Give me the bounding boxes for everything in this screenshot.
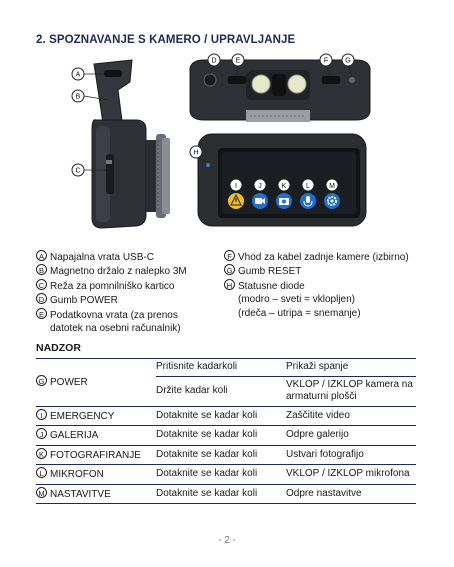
table-cell-result: VKLOP / IZKLOP mikrofona (286, 464, 416, 484)
callout-c: C (75, 168, 80, 175)
legend-item-e-cont: datotek na osebni računalnik) (50, 323, 181, 335)
page-number: - 2 - (218, 535, 236, 546)
table-cell-action: Dotaknite se kadar koli (156, 425, 286, 445)
section-title-nadzor: NADZOR (36, 342, 81, 354)
callout-i: I (235, 183, 237, 190)
table-cell-action: Držite kadar koli (156, 375, 286, 406)
callout-k: K (282, 183, 287, 190)
camera-icon (276, 193, 292, 209)
table-cell-result: Zaščitite video (286, 405, 416, 426)
page-title: 2. SPOZNAVANJE S KAMERO / UPRAVLJANJE (36, 34, 296, 46)
front-view: I J K L M (197, 133, 367, 227)
camera-illustration: I J K L M (71, 53, 371, 229)
usb-c-port (104, 70, 122, 77)
power-button (203, 73, 217, 87)
table-cell-action: Dotaknite se kadar koli (156, 464, 286, 484)
status-led (206, 163, 210, 167)
side-view (91, 59, 170, 229)
callout-h: H (193, 150, 198, 157)
rear-cam-port (322, 76, 340, 84)
table-cell-action: Dotaknite se kadar koli (156, 405, 286, 426)
callout-a: A (76, 72, 81, 79)
table-cell-result: VKLOP / IZKLOP kamera na armaturni plošč… (286, 375, 416, 406)
warning-icon (228, 193, 244, 209)
video-icon (252, 193, 268, 209)
table-row: Držite kadar koli VKLOP / IZKLOP kamera … (36, 375, 416, 406)
callout-e: E (236, 58, 241, 65)
table-cell-result: Prikaži spanje (286, 358, 416, 376)
callout-m: M (329, 183, 335, 190)
table-cell-action: Dotaknite se kadar koli (156, 444, 286, 465)
callout-j: J (258, 183, 262, 190)
microphone-icon (300, 193, 316, 209)
legend-item-h-cont2: (rdeča – utripa = snemanje) (238, 307, 361, 319)
callout-f: F (324, 58, 328, 65)
table-cell-action: Dotaknite se kadar koli (156, 483, 286, 504)
table-cell-action: Pritisnite kadarkoli (156, 358, 286, 376)
legend-item-h-cont: (modro – sveti = vklopljen) (238, 294, 355, 306)
table-cell-result: Odpre nastavitve (286, 483, 416, 504)
top-view (189, 59, 371, 122)
callout-b: B (76, 94, 81, 101)
reset-button (349, 77, 355, 83)
callout-g: G (345, 58, 350, 65)
callout-d: D (211, 58, 216, 65)
table-cell-result: Odpre galerijo (286, 425, 416, 445)
callout-l: L (306, 183, 310, 190)
data-port (228, 76, 246, 84)
table-cell-result: Ustvari fotografijo (286, 444, 416, 465)
gear-icon (324, 193, 340, 209)
